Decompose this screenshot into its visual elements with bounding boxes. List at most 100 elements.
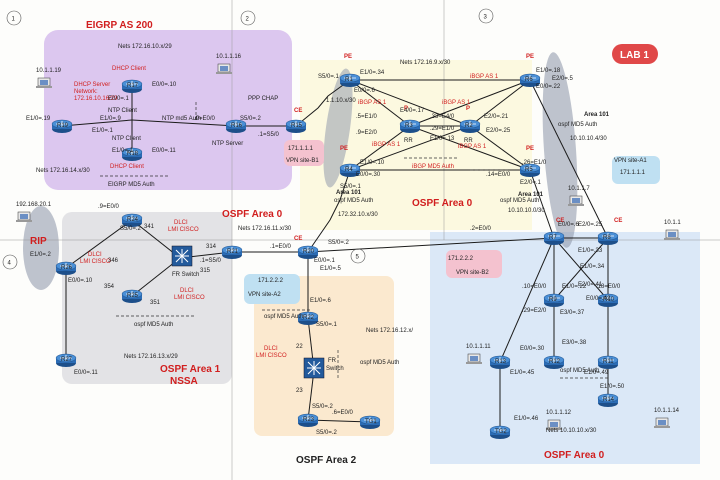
- router-r21[interactable]: R21: [221, 245, 243, 259]
- router-tg1[interactable]: TG1: [359, 415, 381, 429]
- label-area101-left: Area 101: [336, 190, 362, 196]
- svg-text:Nets 172.16.12.x/: Nets 172.16.12.x/: [366, 328, 413, 334]
- router-label: R24: [127, 217, 139, 223]
- router-r5[interactable]: R5: [519, 163, 541, 177]
- svg-text:NTP Client: NTP Client: [112, 136, 141, 142]
- rip-oval: [23, 206, 59, 290]
- router-r17[interactable]: R17: [121, 79, 143, 93]
- router-r23[interactable]: R23: [297, 413, 319, 427]
- interface-label: E0/0=.11: [74, 370, 98, 376]
- interface-label: 23: [296, 388, 303, 394]
- host-pc-icon[interactable]: [654, 417, 670, 428]
- svg-text:Nets 172.16.9.x/30: Nets 172.16.9.x/30: [400, 60, 451, 66]
- host-pc-icon[interactable]: [546, 419, 562, 430]
- router-r26[interactable]: R26: [55, 261, 77, 275]
- interface-label: .29=E2/0: [522, 308, 547, 314]
- svg-text:Nets 172.16.10.x/29: Nets 172.16.10.x/29: [118, 44, 172, 50]
- role-label: CE: [294, 108, 302, 114]
- router-r19[interactable]: R19: [51, 119, 73, 133]
- net-labels: Nets 172.16.10.x/29 Nets 172.16.9.x/30 N…: [36, 44, 607, 434]
- vpn-b1-box: [284, 140, 324, 166]
- router-r7[interactable]: R7: [543, 231, 565, 245]
- router-label: R14: [603, 397, 615, 403]
- host-pc-icon[interactable]: [36, 77, 52, 88]
- router-label: R11: [603, 359, 614, 365]
- router-r6[interactable]: R6: [519, 73, 541, 87]
- router-r27[interactable]: R27: [55, 353, 77, 367]
- svg-text:ospf MD5 Auth: ospf MD5 Auth: [500, 198, 539, 204]
- auth-arrows: [100, 100, 608, 380]
- router-label: R19: [57, 123, 69, 129]
- label-area101-top: Area 101: [584, 112, 610, 118]
- role-label: CE: [614, 218, 622, 224]
- host-pc-icon[interactable]: [568, 195, 584, 206]
- host-pc-icon[interactable]: [664, 229, 680, 240]
- interface-label: 351: [150, 300, 161, 306]
- router-r22[interactable]: R22: [297, 311, 319, 325]
- svg-text:DLCI: DLCI: [180, 288, 194, 294]
- router-r2[interactable]: R2: [459, 119, 481, 133]
- router-r18[interactable]: R18: [121, 147, 143, 161]
- router-r16[interactable]: R16: [225, 119, 247, 133]
- fr-switch-2[interactable]: [303, 357, 325, 379]
- router-label: R4: [345, 167, 353, 173]
- router-r12[interactable]: R12: [543, 355, 565, 369]
- interface-label: E1/0=.45: [510, 370, 535, 376]
- router-r14[interactable]: R14: [597, 393, 619, 407]
- router-label: R27: [61, 357, 73, 363]
- interface-label: 341: [144, 224, 155, 230]
- interface-label: .5=E1/0: [356, 114, 378, 120]
- svg-text:iBGP MD5 Auth: iBGP MD5 Auth: [412, 164, 454, 170]
- interface-label: 314: [206, 244, 217, 250]
- svg-text:NTP Server: NTP Server: [212, 141, 243, 147]
- interface-label: E0/0=.10: [68, 278, 93, 284]
- title-ospf1: OSPF Area 1: [160, 364, 221, 375]
- role-label: P: [466, 106, 470, 112]
- router-r20[interactable]: R20: [297, 245, 319, 259]
- router-r11[interactable]: R11: [597, 355, 619, 369]
- router-label: R18: [127, 151, 139, 157]
- router-label: R13: [495, 359, 507, 365]
- svg-text:RR: RR: [404, 138, 413, 144]
- svg-text:iBGP AS 1: iBGP AS 1: [372, 142, 401, 148]
- router-r13[interactable]: R13: [489, 355, 511, 369]
- fr-switch-1[interactable]: [171, 245, 193, 267]
- svg-text:iBGP AS 1: iBGP AS 1: [442, 100, 471, 106]
- router-label: TG1: [365, 419, 377, 425]
- router-r24[interactable]: R24: [121, 213, 143, 227]
- router-r8[interactable]: R8: [597, 231, 619, 245]
- svg-text:EIGRP MD5 Auth: EIGRP MD5 Auth: [108, 182, 155, 188]
- router-r1[interactable]: R1: [339, 73, 361, 87]
- vpn-a2-box: [244, 274, 300, 304]
- interface-label: E1/0=.50: [600, 384, 625, 390]
- svg-text:4: 4: [8, 261, 12, 267]
- router-r15[interactable]: R15: [285, 119, 307, 133]
- area101-oval-left: [323, 68, 353, 188]
- interface-label: S5/0=.2: [316, 430, 338, 436]
- router-r25[interactable]: R25: [121, 289, 143, 303]
- interface-label: .1=E0/0: [270, 244, 292, 250]
- interface-label: E2/0=.41: [578, 282, 603, 288]
- router-r10[interactable]: R10: [597, 293, 619, 307]
- interface-label: E0/0=.11: [152, 148, 176, 154]
- router-r4[interactable]: R4: [339, 163, 361, 177]
- interface-label: E0/0=.30: [520, 346, 545, 352]
- svg-text:ospf MD5 Auth: ospf MD5 Auth: [264, 314, 303, 320]
- router-r3[interactable]: R3: [399, 119, 421, 133]
- router-r9[interactable]: R9: [543, 293, 565, 307]
- area101-oval-right: [542, 52, 578, 248]
- host-pc-icon[interactable]: [466, 353, 482, 364]
- title-ospf0-mid: OSPF Area 0: [412, 198, 473, 209]
- host-pc-icon[interactable]: [216, 63, 232, 74]
- router-tg2[interactable]: TG2: [489, 425, 511, 439]
- interface-label: E3/0=.37: [560, 310, 585, 316]
- host-pc-icon[interactable]: [16, 211, 32, 222]
- router-label: R9: [549, 297, 557, 303]
- svg-text:ospf MD5 Auth: ospf MD5 Auth: [360, 360, 399, 366]
- interface-label: 346: [108, 258, 119, 264]
- svg-text:DLCI: DLCI: [174, 220, 188, 226]
- svg-text:ospf MD5 Auth: ospf MD5 Auth: [334, 198, 373, 204]
- svg-text:2: 2: [246, 17, 250, 23]
